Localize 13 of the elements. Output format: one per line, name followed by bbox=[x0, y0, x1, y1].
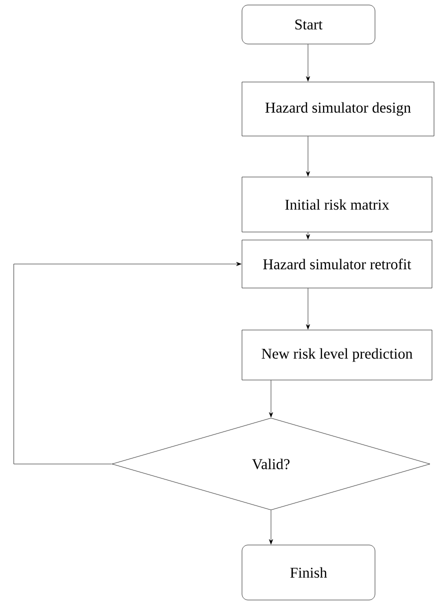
process-box: Initial risk matrix bbox=[242, 176, 432, 232]
terminal-box: Start bbox=[242, 4, 376, 44]
arrow bbox=[14, 262, 242, 464]
process-box: New risk level prediction bbox=[242, 330, 432, 380]
arrow bbox=[306, 232, 310, 240]
arrow bbox=[269, 380, 273, 418]
arrow bbox=[269, 510, 273, 544]
process-box: Hazard simulator design bbox=[242, 82, 434, 136]
process-box: Hazard simulator retrofit bbox=[242, 240, 432, 288]
terminal-box: Finish bbox=[242, 544, 376, 600]
arrow bbox=[306, 288, 310, 330]
arrow bbox=[306, 44, 310, 82]
arrow bbox=[306, 136, 310, 176]
